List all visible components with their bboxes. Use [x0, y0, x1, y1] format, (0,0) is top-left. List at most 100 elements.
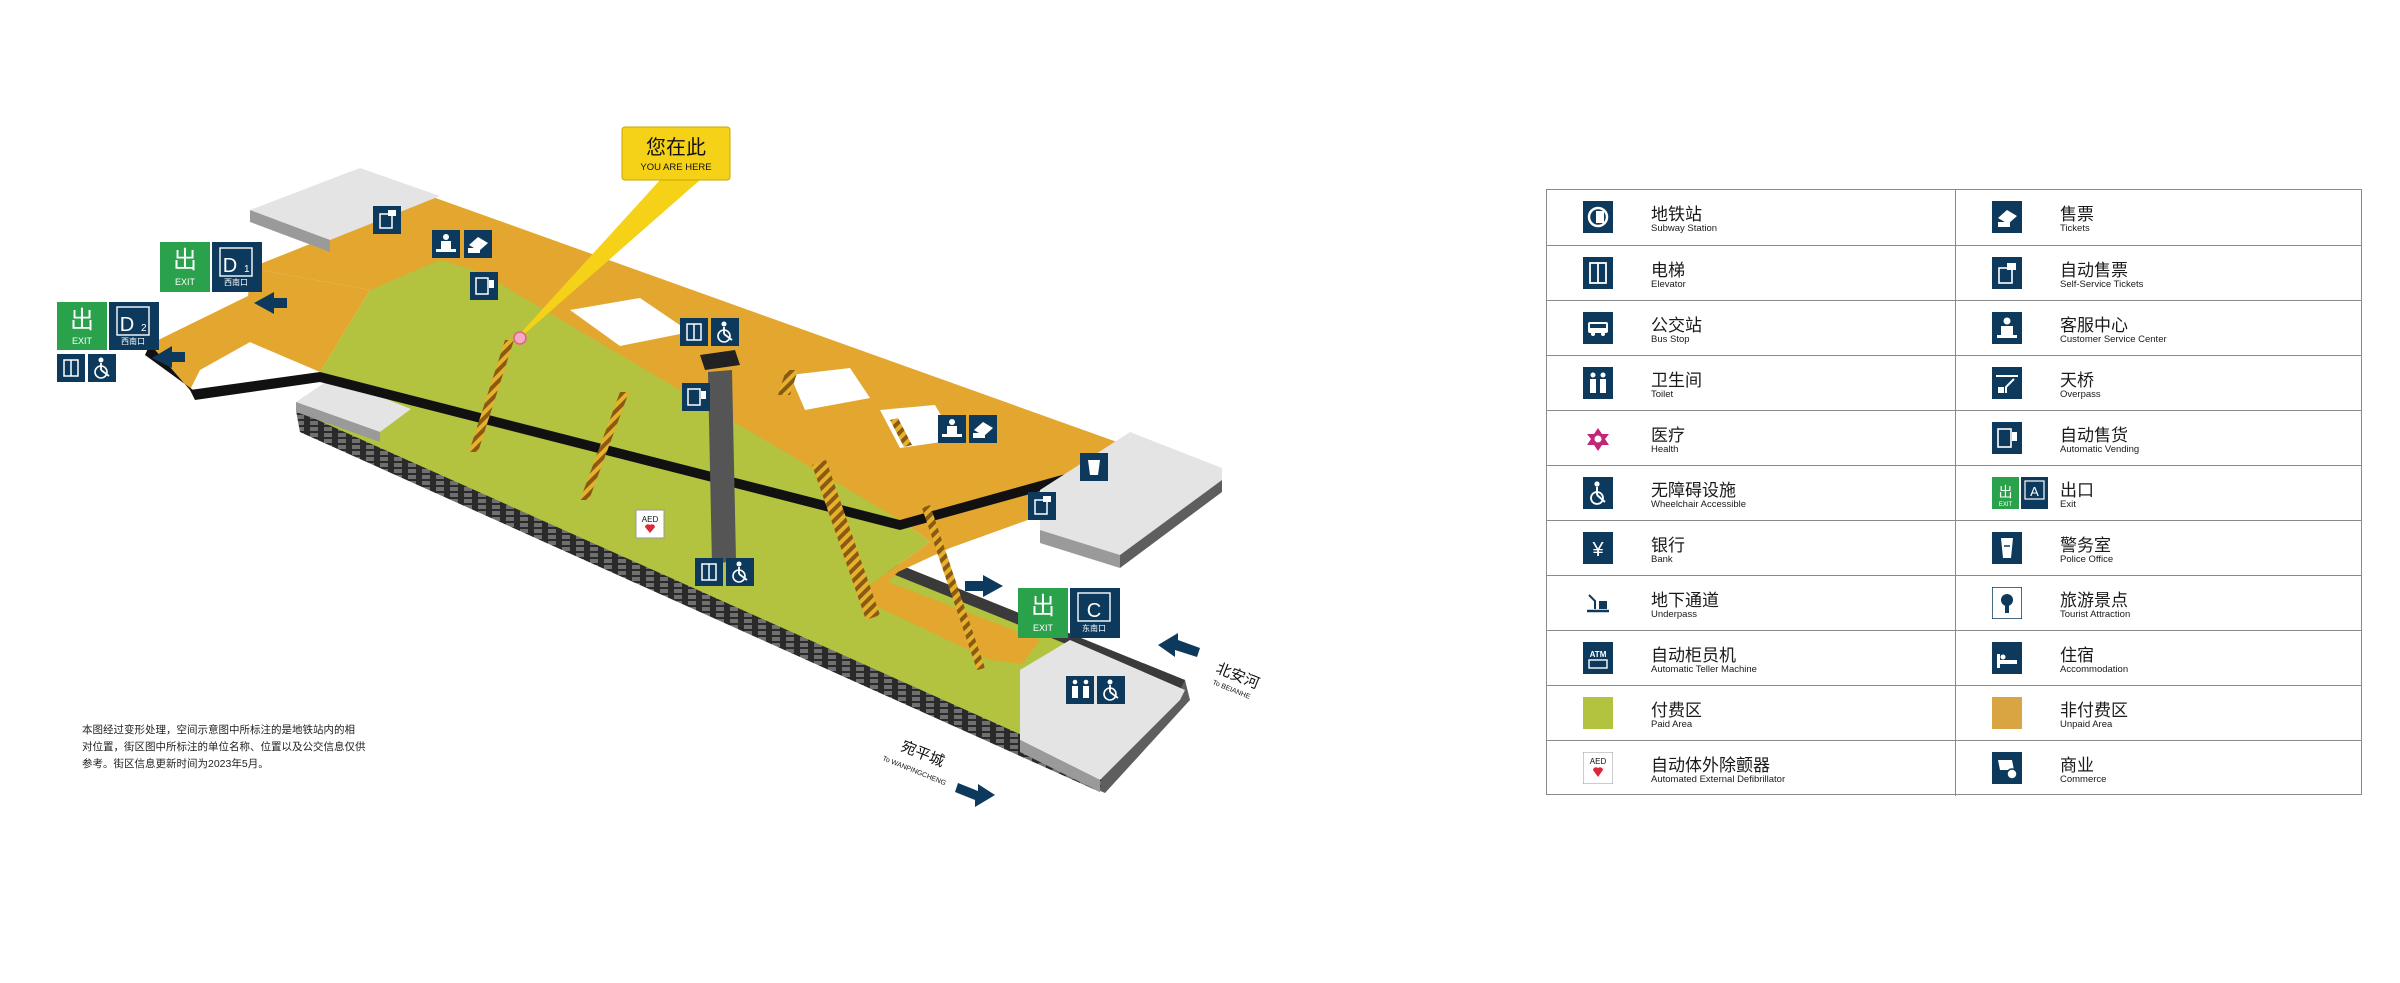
- svg-text:出: 出: [1999, 484, 2013, 500]
- legend-label-zh: 卫生间: [1651, 371, 1702, 390]
- exit-letter: C: [1087, 600, 1101, 622]
- exit-sign-d2: 出 EXIT D 2 西南口: [57, 302, 159, 350]
- underpass-icon: [1583, 587, 1613, 619]
- legend-label-zh: 商业: [2060, 756, 2094, 775]
- legend-label-zh: 付费区: [1651, 701, 1702, 720]
- subway-station-icon: [1583, 201, 1613, 233]
- exit-icon: 出 EXIT A: [1992, 477, 2048, 509]
- customer-service-icon: [432, 230, 460, 258]
- exit-sign-c: 出 EXIT C 东南口: [1018, 588, 1120, 638]
- legend-label-zh: 出口: [2060, 481, 2094, 500]
- tickets-icon: [1992, 201, 2022, 233]
- legend-label-zh: 非付费区: [2060, 701, 2128, 720]
- exit-sub: 1: [244, 264, 250, 275]
- legend-label-zh: 公交站: [1651, 316, 1702, 335]
- svg-text:ATM: ATM: [1590, 650, 1607, 659]
- exit-en: EXIT: [1033, 623, 1054, 633]
- tickets-icon: [464, 230, 492, 258]
- wheelchair-icon: [726, 558, 754, 586]
- vending-icon: [1992, 422, 2022, 454]
- customer-service-icon: [1992, 312, 2022, 344]
- vending-icon: [682, 383, 710, 411]
- aed-icon: AED: [1583, 752, 1613, 784]
- customer-service-icon: [938, 415, 966, 443]
- exit-glyph: 出: [70, 307, 94, 334]
- legend-label-en: Commerce: [2060, 774, 2107, 785]
- legend-label-en: Automated External Defibrillator: [1651, 774, 1786, 785]
- legend-label-en: Automatic Vending: [2060, 444, 2140, 455]
- elevator-icon: [57, 354, 85, 382]
- legend-label-zh: 自动体外除颤器: [1651, 756, 1770, 775]
- concourse-level: [145, 168, 1222, 664]
- bus-stop-icon: [1583, 312, 1613, 344]
- legend-label-zh: 无障碍设施: [1651, 481, 1736, 500]
- exit-arrows: [152, 292, 1003, 597]
- legend-label-zh: 住宿: [2060, 646, 2094, 665]
- self-service-tickets-icon: [373, 206, 401, 234]
- legend-label-zh: 自动柜员机: [1651, 646, 1736, 665]
- legend-label-en: Accommodation: [2060, 664, 2129, 675]
- tickets-icon: [969, 415, 997, 443]
- disclaimer-note: 本图经过变形处理，空间示意图中所标注的是地铁站内的相 对位置，街区图中所标注的单…: [82, 722, 382, 773]
- vending-icon: [470, 272, 498, 300]
- exit-glyph: 出: [1031, 593, 1055, 620]
- svg-text:AED: AED: [1590, 757, 1607, 766]
- exit-zh: 西南口: [121, 336, 145, 346]
- legend-label-en: Unpaid Area: [2060, 719, 2113, 730]
- legend-label-en: Tourist Attraction: [2060, 609, 2131, 620]
- legend-label-zh: 警务室: [2060, 536, 2111, 555]
- stairs: [469, 340, 985, 670]
- legend-label-zh: 旅游景点: [2060, 591, 2128, 610]
- commerce-icon: [1992, 752, 2022, 784]
- you-are-here-callout: 您在此 YOU ARE HERE: [513, 126, 731, 345]
- note-line: 参考。街区信息更新时间为2023年5月。: [82, 758, 269, 770]
- police-icon: [1080, 453, 1108, 481]
- station-map: 您在此 YOU ARE HERE 出 EXIT D 1 西南口 出 EXIT D…: [57, 126, 1262, 807]
- legend-label-zh: 天桥: [2060, 371, 2094, 390]
- exit-en: EXIT: [72, 336, 93, 346]
- legend-label-en: Paid Area: [1651, 719, 1693, 730]
- you-are-here-en: YOU ARE HERE: [640, 162, 711, 173]
- direction-wanpingcheng: 宛平城 To WANPINGCHENG: [881, 738, 995, 807]
- elevator-icon: [695, 558, 723, 586]
- exit-en: EXIT: [175, 277, 196, 287]
- tourist-attraction-icon: [1992, 587, 2022, 619]
- elevator-icon: [680, 318, 708, 346]
- accommodation-icon: [1992, 642, 2022, 674]
- legend-label-zh: 地下通道: [1651, 591, 1719, 610]
- overpass-icon: [1992, 367, 2022, 399]
- aed-icon: AED: [635, 509, 665, 539]
- svg-text:¥: ¥: [1591, 539, 1604, 561]
- svg-text:EXIT: EXIT: [1999, 502, 2013, 508]
- legend-label-en: Health: [1651, 444, 1679, 455]
- wheelchair-icon: [1583, 477, 1613, 509]
- legend-label-en: Subway Station: [1651, 223, 1718, 234]
- legend-label-zh: 自动售货: [2060, 426, 2128, 445]
- svg-text:A: A: [2030, 484, 2039, 499]
- legend-label-en: Automatic Teller Machine: [1651, 664, 1757, 675]
- police-icon: [1992, 532, 2022, 564]
- legend-label-en: Self-Service Tickets: [2060, 279, 2144, 290]
